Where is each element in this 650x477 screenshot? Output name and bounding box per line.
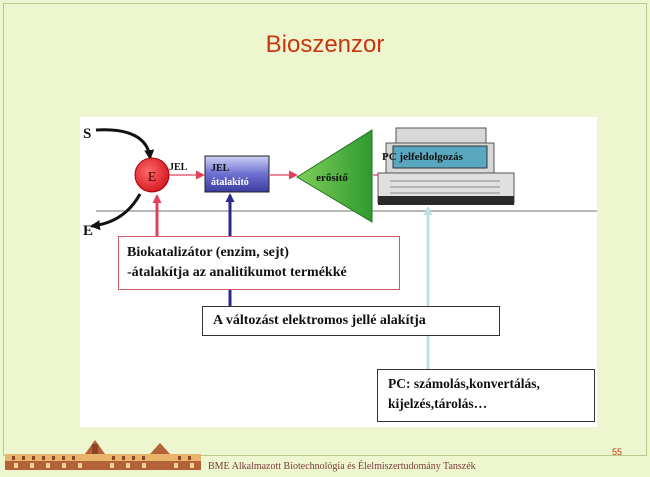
computer-icon (377, 127, 515, 205)
pc-callout-line1: PC: számolás,konvertálás, (388, 376, 540, 391)
pc-label: PC jelfeldolgozás (382, 151, 464, 163)
enzyme-label: E (148, 170, 157, 185)
converter-box (204, 155, 270, 193)
transducer-callout: A változást elektromos jellé alakítja (202, 306, 500, 336)
biocatalyst-callout-line2: -átalakítja az analitikumot termékké (127, 265, 347, 280)
transducer-callout-text: A változást elektromos jellé alakítja (213, 313, 426, 328)
substrate-arrow (95, 128, 155, 160)
product-arrow (90, 193, 142, 231)
pc-callout-line2: kijelzés,tárolás… (388, 396, 488, 411)
biocatalyst-callout-line1: Biokatalizátor (enzim, sejt) (127, 245, 289, 260)
slide-frame (3, 3, 647, 456)
product-label: E (83, 223, 93, 239)
footer-text: BME Alkalmazott Biotechnológia és Élelmi… (208, 461, 476, 472)
university-building-logo (5, 440, 201, 470)
slide-title: Bioszenzor (265, 31, 385, 58)
converter-label-1: JEL (211, 163, 230, 174)
amplifier-triangle (296, 129, 373, 223)
converter-label-2: átalakító (211, 177, 249, 188)
signal-label: JEL (169, 162, 188, 173)
substrate-label: S (83, 126, 91, 142)
page-number: 55 (612, 447, 623, 457)
amplifier-label: erősítő (316, 172, 348, 184)
pc-callout: PC: számolás,konvertálás, kijelzés,tárol… (377, 369, 595, 422)
biocatalyst-callout: Biokatalizátor (enzim, sejt) -átalakítja… (118, 236, 400, 290)
